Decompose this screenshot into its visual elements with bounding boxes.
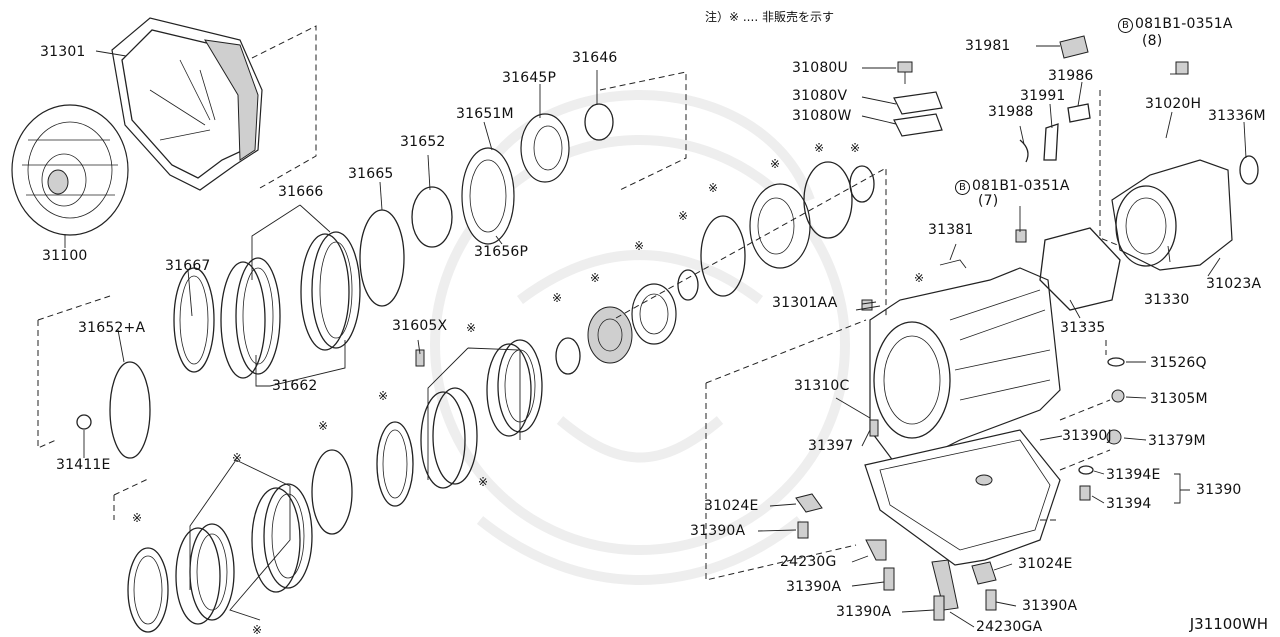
part-label-31390a-upper[interactable]: 31390A	[690, 523, 746, 539]
non-sale-marker: ※	[318, 419, 329, 433]
non-sale-marker: ※	[770, 157, 781, 171]
part-label-31390a-middle[interactable]: 31390A	[786, 579, 842, 595]
part-label-31652a[interactable]: 31652+A	[78, 320, 146, 336]
non-sale-marker: ※	[708, 181, 719, 195]
part-label-31667[interactable]: 31667	[165, 258, 211, 274]
bolt-part-number: 081B1-0351A	[1135, 16, 1233, 32]
part-label-31605x[interactable]: 31605X	[392, 318, 448, 334]
part-label-31381[interactable]: 31381	[928, 222, 974, 238]
part-label-31662[interactable]: 31662	[272, 378, 318, 394]
part-label-31301[interactable]: 31301	[40, 44, 86, 60]
part-label-31981[interactable]: 31981	[965, 38, 1011, 54]
part-label-31335[interactable]: 31335	[1060, 320, 1106, 336]
clutch-stack-lower	[127, 161, 875, 633]
part-label-31411e[interactable]: 31411E	[56, 457, 111, 473]
part-label-31310c[interactable]: 31310C	[794, 378, 850, 394]
part-label-31991[interactable]: 31991	[1020, 88, 1066, 104]
part-label-31379m[interactable]: 31379M	[1148, 433, 1206, 449]
part-label-31646[interactable]: 31646	[572, 50, 618, 66]
part-label-31652[interactable]: 31652	[400, 134, 446, 150]
watermark-emblem	[430, 90, 850, 585]
part-label-31305m[interactable]: 31305M	[1150, 391, 1208, 407]
part-label-31986[interactable]: 31986	[1048, 68, 1094, 84]
non-sale-marker: ※	[252, 623, 263, 637]
non-sale-marker: ※	[232, 451, 243, 465]
part-label-31656p[interactable]: 31656P	[474, 244, 529, 260]
part-label-24230ga[interactable]: 24230GA	[976, 619, 1043, 635]
bolt-quantity-8: (8)	[1142, 33, 1163, 49]
bell-housing-illustration	[111, 17, 263, 191]
non-sale-marker: ※	[914, 271, 925, 285]
part-label-31390a-right[interactable]: 31390A	[1022, 598, 1078, 614]
extension-housing-illustration	[1039, 155, 1259, 311]
legend-note: 注）※ .... 非販売を示す	[705, 10, 834, 24]
torque-converter-illustration	[11, 104, 129, 236]
non-sale-marker: ※	[814, 141, 825, 155]
part-label-31645p[interactable]: 31645P	[502, 70, 557, 86]
part-label-24230g[interactable]: 24230G	[780, 554, 837, 570]
guide-lines	[37, 25, 1121, 581]
part-label-31024e-left[interactable]: 31024E	[704, 498, 759, 514]
bolt-symbol-icon: B	[955, 180, 970, 195]
fasteners-illustration	[795, 35, 1189, 621]
part-label-31390a-lower[interactable]: 31390A	[836, 604, 892, 620]
non-sale-marker: ※	[678, 209, 689, 223]
part-label-31024e-right[interactable]: 31024E	[1018, 556, 1073, 572]
part-label-31394e[interactable]: 31394E	[1106, 467, 1161, 483]
part-label-31020h[interactable]: 31020H	[1145, 96, 1202, 112]
transmission-case-illustration	[864, 267, 1061, 566]
part-label-31080w[interactable]: 31080W	[792, 108, 852, 124]
part-label-31666[interactable]: 31666	[278, 184, 324, 200]
non-sale-marker: ※	[478, 475, 489, 489]
part-label-31330[interactable]: 31330	[1144, 292, 1190, 308]
part-label-31988[interactable]: 31988	[988, 104, 1034, 120]
non-sale-marker: ※	[634, 239, 645, 253]
non-sale-marker: ※	[466, 321, 477, 335]
leader-lines	[64, 45, 1247, 628]
bolt-part-number: 081B1-0351A	[972, 178, 1070, 194]
non-sale-marker: ※	[850, 141, 861, 155]
part-label-31526q[interactable]: 31526Q	[1150, 355, 1207, 371]
bolt-quantity-7: (7)	[978, 193, 999, 209]
part-label-31301aa[interactable]: 31301AA	[772, 295, 838, 311]
part-label-31080u[interactable]: 31080U	[792, 60, 848, 76]
part-label-31651m[interactable]: 31651M	[456, 106, 514, 122]
part-label-31390[interactable]: 31390	[1196, 482, 1242, 498]
diagram-code: J31100WH	[1189, 615, 1268, 633]
part-label-31336m[interactable]: 31336M	[1208, 108, 1266, 124]
part-label-31023a[interactable]: 31023A	[1206, 276, 1262, 292]
non-sale-marker: ※	[552, 291, 563, 305]
bolt-symbol-icon: B	[1118, 18, 1133, 33]
part-label-31394[interactable]: 31394	[1106, 496, 1152, 512]
part-label-31397[interactable]: 31397	[808, 438, 854, 454]
part-label-31080v[interactable]: 31080V	[792, 88, 848, 104]
non-sale-marker: ※	[590, 271, 601, 285]
non-sale-marker: ※	[132, 511, 143, 525]
non-sale-marker: ※	[378, 389, 389, 403]
clutch-stack-upper	[76, 103, 614, 459]
part-label-31100[interactable]: 31100	[42, 248, 88, 264]
part-label-31390j[interactable]: 31390J	[1062, 428, 1112, 444]
part-label-31665[interactable]: 31665	[348, 166, 394, 182]
